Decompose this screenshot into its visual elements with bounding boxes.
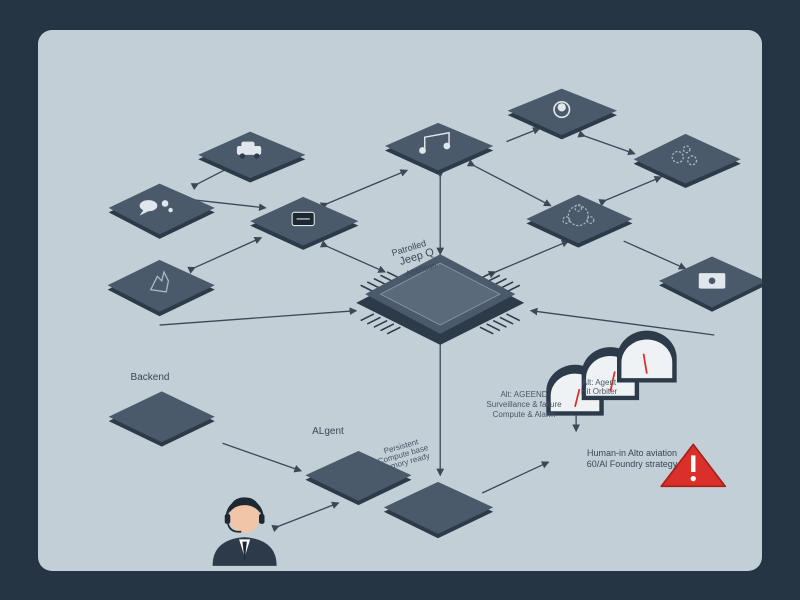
node-user[interactable] <box>507 88 618 140</box>
connector <box>529 307 715 336</box>
warning-icon <box>660 443 727 488</box>
connector <box>506 127 541 143</box>
node-hand[interactable] <box>107 259 215 317</box>
node-document[interactable] <box>383 481 494 539</box>
hand-icon <box>149 270 170 293</box>
user-icon <box>553 100 571 119</box>
alert-caption-line1: Human-in Alto aviation <box>586 448 678 458</box>
card-icon <box>698 273 726 289</box>
connector <box>577 130 636 156</box>
node-speech[interactable] <box>108 183 215 239</box>
gauge-caption-line1: Alt: AGEEND <box>500 390 548 399</box>
connector <box>179 194 267 212</box>
alert-caption-line2: 60/Al Foundry strategy <box>586 459 678 469</box>
connector <box>623 240 687 270</box>
connector <box>187 236 263 274</box>
diagram-svg <box>107 88 762 566</box>
alert-side-line1: Alt: Agent <box>581 378 617 387</box>
connector <box>159 307 358 326</box>
connector <box>319 169 409 210</box>
node-card[interactable] <box>658 256 762 312</box>
connectors <box>159 127 715 533</box>
connector <box>598 175 663 207</box>
car-icon <box>236 141 262 159</box>
node-music[interactable] <box>384 122 494 175</box>
connector <box>222 442 303 473</box>
backend-label: Backend <box>130 372 170 383</box>
node-backend[interactable] <box>108 391 215 447</box>
gauge-caption-line2: Surveillance & failure <box>486 400 562 409</box>
node-network[interactable] <box>526 194 633 248</box>
connector <box>487 240 570 279</box>
network-icon <box>562 203 595 227</box>
connector <box>319 240 386 273</box>
nodes <box>107 88 762 539</box>
gauge-caption-line3: Compute & Alarm <box>492 410 556 419</box>
connector <box>481 461 550 494</box>
music-icon <box>419 131 451 154</box>
node-agent[interactable] <box>305 450 412 506</box>
speech-icon <box>139 200 173 216</box>
chip-small-icon <box>291 211 315 227</box>
node-car[interactable] <box>198 131 306 183</box>
agent-label: ALgent <box>312 426 344 437</box>
diagram-canvas: Patrolled Jeep Q Attention Backend ALgen… <box>38 30 762 571</box>
gears-icon <box>671 145 698 166</box>
gauges <box>546 330 677 416</box>
connector <box>466 159 552 207</box>
alert-side-line2: Hit Orbiter <box>580 387 618 396</box>
gauge-icon <box>617 330 677 383</box>
operator-avatar-icon <box>212 497 277 566</box>
node-gears[interactable] <box>633 133 741 189</box>
connector <box>271 501 340 533</box>
node-chip-small[interactable] <box>250 196 359 250</box>
